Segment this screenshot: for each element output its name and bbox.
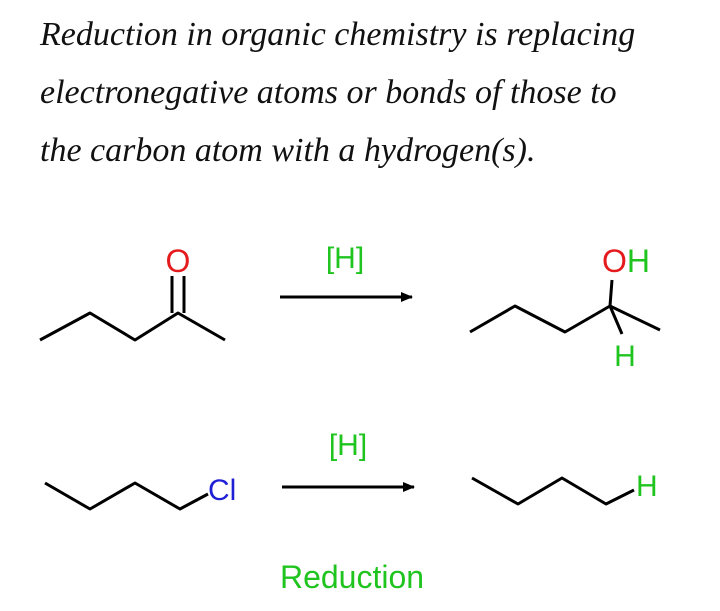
reduction-caption: Reduction: [280, 559, 424, 595]
reagent-1-label: [H]: [326, 242, 364, 275]
oxygen-atom-label: O: [166, 243, 191, 279]
hydroxyl-label: OH: [602, 243, 650, 279]
reagent-2-label: [H]: [329, 429, 367, 462]
added-hydrogen-label-2: H: [636, 470, 658, 503]
intro-line-1: Reduction in organic chemistry is replac…: [40, 16, 636, 53]
intro-line-3: the carbon atom with a hydrogen(s).: [40, 132, 536, 169]
hydroxyl-text: OH: [602, 243, 650, 279]
product-alcohol: OH H: [469, 243, 661, 373]
chlorine-atom-label: Cl: [208, 474, 236, 507]
reaction-2-arrow-group: [H]: [282, 429, 415, 492]
ketone-carbon-chain: [39, 311, 226, 342]
c-o-bond: [608, 279, 614, 307]
reaction-1-arrow-group: [H]: [280, 242, 413, 302]
product-alkane: H: [471, 470, 658, 506]
reactant-ketone: O: [39, 243, 226, 342]
alcohol-carbon-chain: [469, 304, 661, 334]
intro-text: Reduction in organic chemistry is replac…: [40, 6, 710, 180]
alkane-carbon-chain: [471, 476, 635, 506]
chloride-carbon-chain: [44, 481, 209, 511]
reactant-chloride: Cl: [44, 474, 236, 511]
intro-line-2: electronegative atoms or bonds of those …: [40, 74, 617, 111]
added-hydrogen-label-1: H: [614, 340, 636, 373]
c-h-bond: [608, 305, 624, 335]
